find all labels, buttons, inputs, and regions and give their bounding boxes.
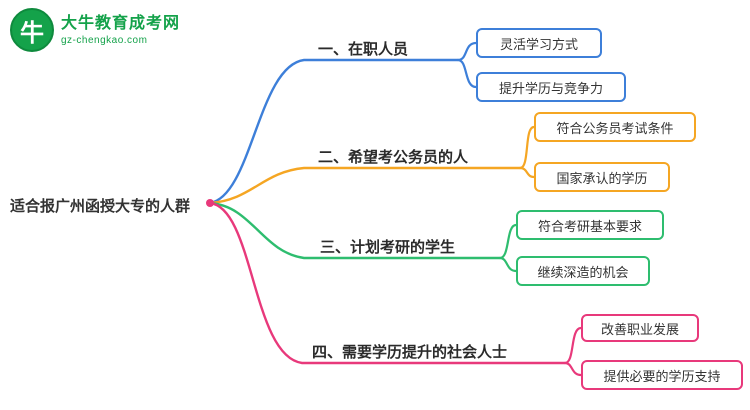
leaf-node: 符合考研基本要求 — [516, 210, 664, 240]
leaf-node: 提供必要的学历支持 — [581, 360, 743, 390]
branch-label-2: 二、希望考公务员的人 — [318, 149, 469, 166]
leaf-node: 符合公务员考试条件 — [534, 112, 696, 142]
leaf-node: 继续深造的机会 — [516, 256, 650, 286]
leaf-node: 改善职业发展 — [581, 314, 699, 342]
leaf-node: 国家承认的学历 — [534, 162, 670, 192]
leaf-node: 灵活学习方式 — [476, 28, 602, 58]
root-anchor-dot — [206, 199, 214, 207]
logo-title: 大牛教育成考网 — [61, 14, 181, 32]
branch-label-4: 四、需要学历提升的社会人士 — [312, 344, 508, 361]
logo-text: 大牛教育成考网 gz-chengkao.com — [61, 14, 180, 46]
leaf-node: 提升学历与竞争力 — [476, 72, 626, 102]
root-topic: 适合报广州函授大专的人群 — [10, 198, 191, 215]
cow-icon: 牛 — [10, 8, 54, 52]
branch-label-1: 一、在职人员 — [318, 41, 409, 58]
site-logo: 牛 大牛教育成考网 gz-chengkao.com — [10, 8, 180, 52]
logo-domain: gz-chengkao.com — [61, 35, 148, 47]
branch-label-3: 三、计划考研的学生 — [320, 239, 456, 256]
cow-icon-glyph: 牛 — [20, 19, 44, 47]
